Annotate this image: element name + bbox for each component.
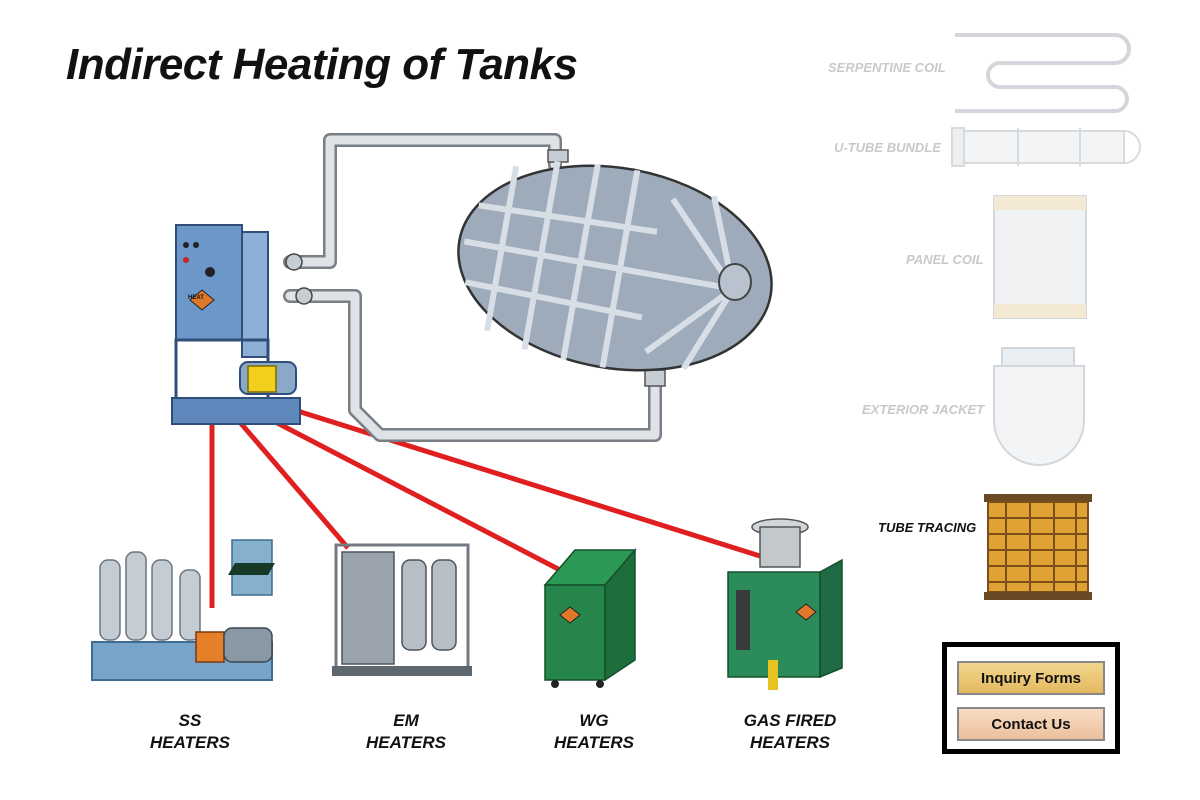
gas-fired-heater-image [727,518,843,690]
u-tube-bundle-image [951,127,1141,167]
tube-tracing-image [984,494,1092,600]
page-title: Indirect Heating of Tanks [66,40,578,89]
connector-wg [260,412,562,573]
gas-fired-heaters-label[interactable]: GAS FIRED HEATERS [743,711,837,752]
ss-heaters-label[interactable]: SS HEATERS [150,711,230,752]
ss-heater-image [91,539,273,681]
serpentine-coil-image [955,33,1131,113]
heat-badge: HEAT [188,295,204,301]
u-tube-bundle-label[interactable]: U-TUBE BUNDLE [834,140,941,155]
tube-tracing-label[interactable]: TUBE TRACING [878,520,977,535]
panel-coil-label[interactable]: PANEL COIL [906,252,984,267]
exterior-jacket-image [993,347,1085,466]
action-buttons-panel: Inquiry Forms Contact Us [942,642,1120,754]
exterior-jacket-label[interactable]: EXTERIOR JACKET [862,402,985,417]
em-heaters-label[interactable]: EM HEATERS [366,711,446,752]
wg-heaters-label[interactable]: WG HEATERS [554,711,634,752]
em-heater-image [332,543,472,676]
wg-heater-image [228,547,637,688]
connector-gas [287,405,761,559]
inquiry-forms-button[interactable]: Inquiry Forms [957,661,1105,695]
tank [457,149,773,387]
piping [283,133,662,442]
contact-us-button[interactable]: Contact Us [957,707,1105,741]
connector-lines [209,405,761,608]
panel-coil-image [993,195,1087,319]
serpentine-coil-label[interactable]: SERPENTINE COIL [828,60,946,75]
connector-em [236,418,350,550]
central-heater-unit [171,224,313,425]
